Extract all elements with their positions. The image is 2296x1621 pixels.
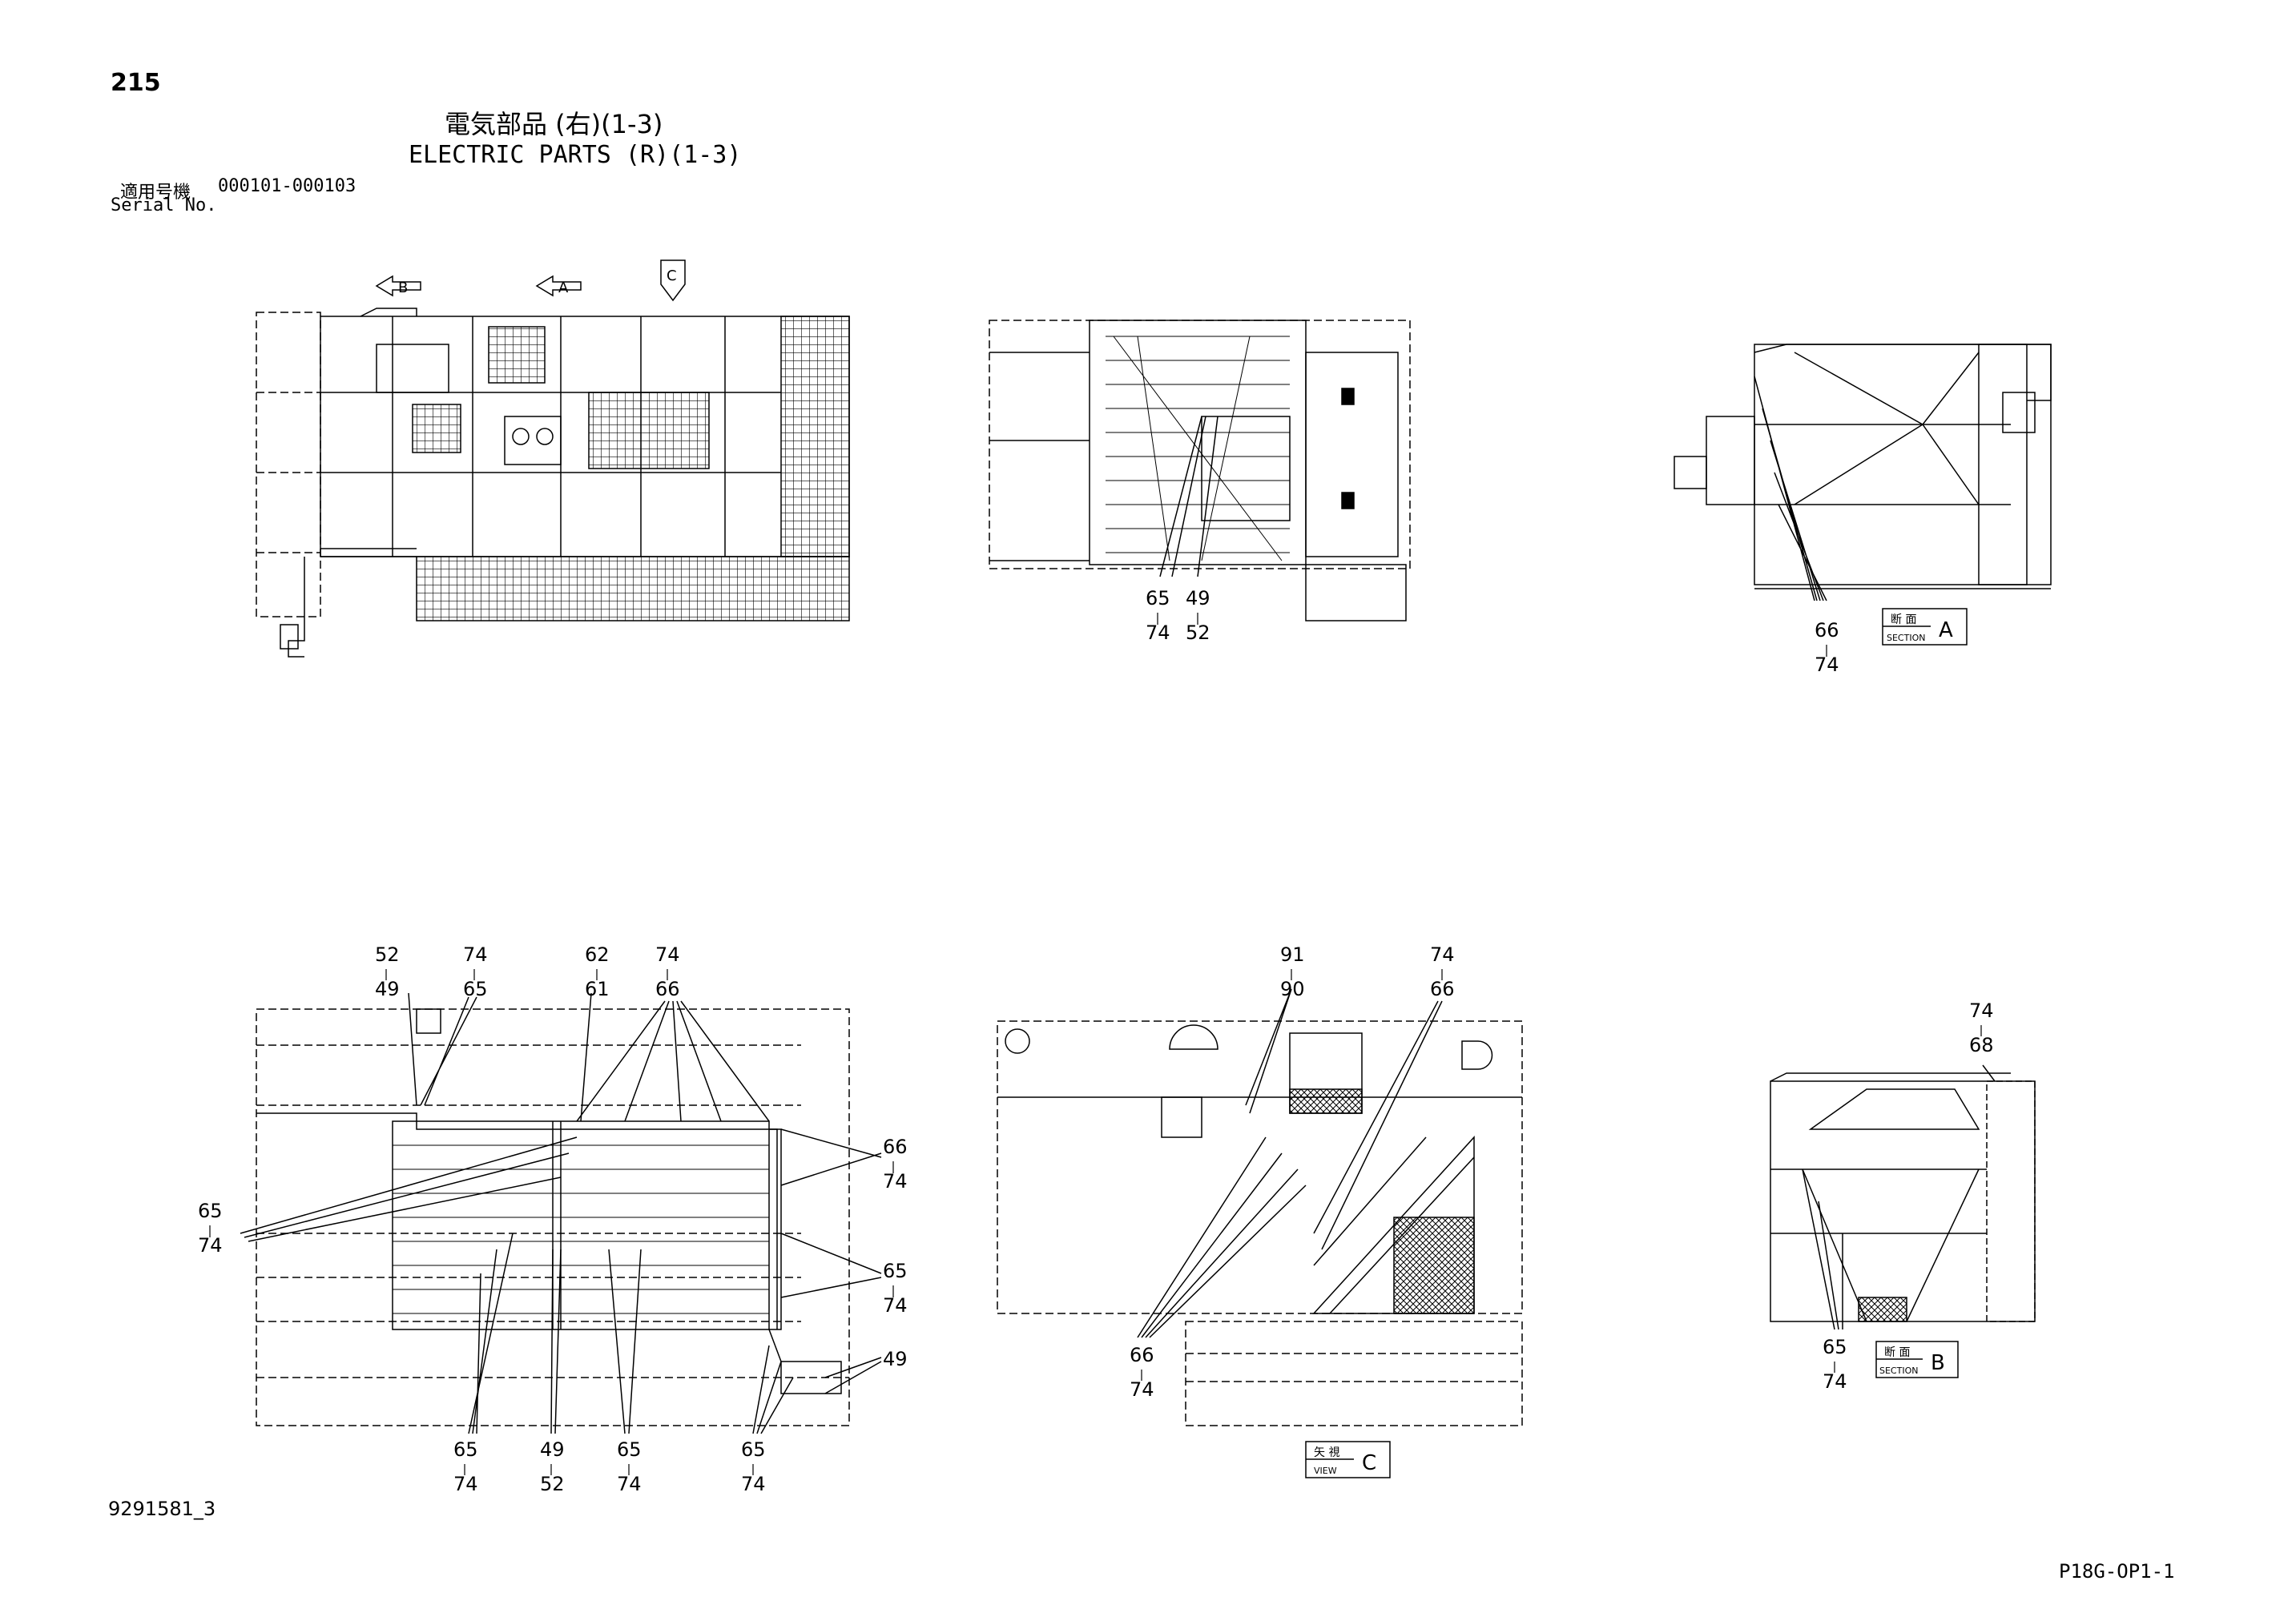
leader-49-52-bottom <box>550 1249 562 1434</box>
section-a-label: 断 面 SECTION A <box>1882 608 1968 646</box>
title-english: ELECTRIC PARTS (R)(1-3) <box>409 141 742 169</box>
svg-text:A: A <box>1939 618 1953 642</box>
leader-65-74-bottom-1 <box>468 1233 514 1434</box>
leader-74-66-top <box>1313 1000 1443 1250</box>
svg-text:断 面: 断 面 <box>1891 613 1916 626</box>
callout-74: 74 <box>453 1473 478 1495</box>
callout-65: 65 <box>463 978 488 1000</box>
callout-68: 68 <box>1969 1034 1994 1056</box>
callout-74: 74 <box>1130 1378 1154 1401</box>
leader-66-74-bottom <box>1137 1136 1307 1338</box>
view-c-label: 矢 視 VIEW C <box>1305 1441 1391 1478</box>
drawing-number: 9291581_3 <box>108 1498 216 1520</box>
title-japanese: 電気部品 (右)(1-3) <box>445 109 663 139</box>
leader-66-section-a <box>1754 376 1827 601</box>
callout-52: 52 <box>375 943 400 966</box>
callout-65: 65 <box>1823 1336 1847 1358</box>
callout-66: 66 <box>1430 978 1455 1000</box>
svg-text:SECTION: SECTION <box>1887 633 1925 643</box>
callout-91: 91 <box>1280 943 1305 966</box>
svg-text:矢 視: 矢 視 <box>1314 1446 1339 1459</box>
callout-65: 65 <box>617 1438 642 1461</box>
callout-74: 74 <box>1815 654 1839 676</box>
callout-62: 62 <box>585 943 610 966</box>
svg-text:C: C <box>667 267 677 284</box>
leader-65-74-section-b <box>1802 1168 1843 1330</box>
callout-52: 52 <box>1186 621 1210 644</box>
view-arrow-c: C <box>660 259 686 302</box>
svg-text:SECTION: SECTION <box>1879 1366 1918 1376</box>
page-number: 215 <box>111 69 161 97</box>
callout-66: 66 <box>883 1136 908 1158</box>
callout-66: 66 <box>1815 619 1839 642</box>
callout-90: 90 <box>1280 978 1305 1000</box>
view-arrow-a: A <box>535 275 582 297</box>
callout-65: 65 <box>741 1438 766 1461</box>
callout-65: 65 <box>198 1200 223 1222</box>
callout-49: 49 <box>1186 587 1210 609</box>
callout-74: 74 <box>1430 943 1455 966</box>
callout-74: 74 <box>463 943 488 966</box>
serial-label-japanese: 適用号機 <box>120 183 191 203</box>
leader-74-68 <box>1982 1064 1996 1082</box>
svg-text:B: B <box>398 280 408 296</box>
callout-52: 52 <box>540 1473 565 1495</box>
callout-65: 65 <box>883 1260 908 1282</box>
svg-text:B: B <box>1931 1351 1945 1375</box>
callout-66: 66 <box>1130 1344 1154 1366</box>
leader-65-74-right <box>780 1233 882 1298</box>
callout-49: 49 <box>883 1348 908 1370</box>
leader-65-49 <box>1159 416 1218 577</box>
section-b-label: 断 面 SECTION B <box>1875 1341 1959 1378</box>
section-a-drawing <box>1674 344 2052 589</box>
callout-74: 74 <box>741 1473 766 1495</box>
section-b-drawing <box>1770 1072 2036 1322</box>
callout-74: 74 <box>1969 1000 1994 1022</box>
leader-65-74-left <box>240 1136 578 1242</box>
leader-62-61-74-66 <box>576 992 770 1122</box>
callout-65: 65 <box>1146 587 1170 609</box>
leader-66-74-right <box>780 1128 882 1186</box>
svg-text:C: C <box>1362 1451 1376 1475</box>
leader-52-49-74-65 <box>408 992 477 1106</box>
side-view-drawing <box>989 320 1411 621</box>
callout-74: 74 <box>1146 621 1170 644</box>
svg-text:断 面: 断 面 <box>1884 1346 1910 1359</box>
callout-61: 61 <box>585 978 610 1000</box>
callout-74: 74 <box>883 1170 908 1193</box>
callout-74: 74 <box>655 943 680 966</box>
serial-value: 000101-000103 <box>218 176 356 196</box>
leader-65-74-bottom-2 <box>608 1249 642 1434</box>
svg-text:A: A <box>558 280 569 296</box>
callout-74: 74 <box>198 1234 223 1257</box>
view-arrow-b: B <box>375 275 421 297</box>
page-code: P18G-OP1-1 <box>2059 1560 2175 1583</box>
callout-49: 49 <box>540 1438 565 1461</box>
top-view-drawing <box>256 308 850 658</box>
callout-74: 74 <box>617 1473 642 1495</box>
leader-49-right <box>824 1357 882 1394</box>
leader-91-90 <box>1245 988 1292 1114</box>
callout-65: 65 <box>453 1438 478 1461</box>
callout-74: 74 <box>883 1294 908 1317</box>
callout-66: 66 <box>655 978 680 1000</box>
view-c-drawing <box>997 1020 1523 1426</box>
callout-74: 74 <box>1823 1370 1847 1393</box>
serial-label-english: Serial No. <box>111 195 217 215</box>
callout-49: 49 <box>375 978 400 1000</box>
leader-65-74-bottom-3 <box>752 1345 794 1434</box>
harness-layout-drawing <box>256 1008 850 1426</box>
svg-text:VIEW: VIEW <box>1314 1466 1337 1476</box>
